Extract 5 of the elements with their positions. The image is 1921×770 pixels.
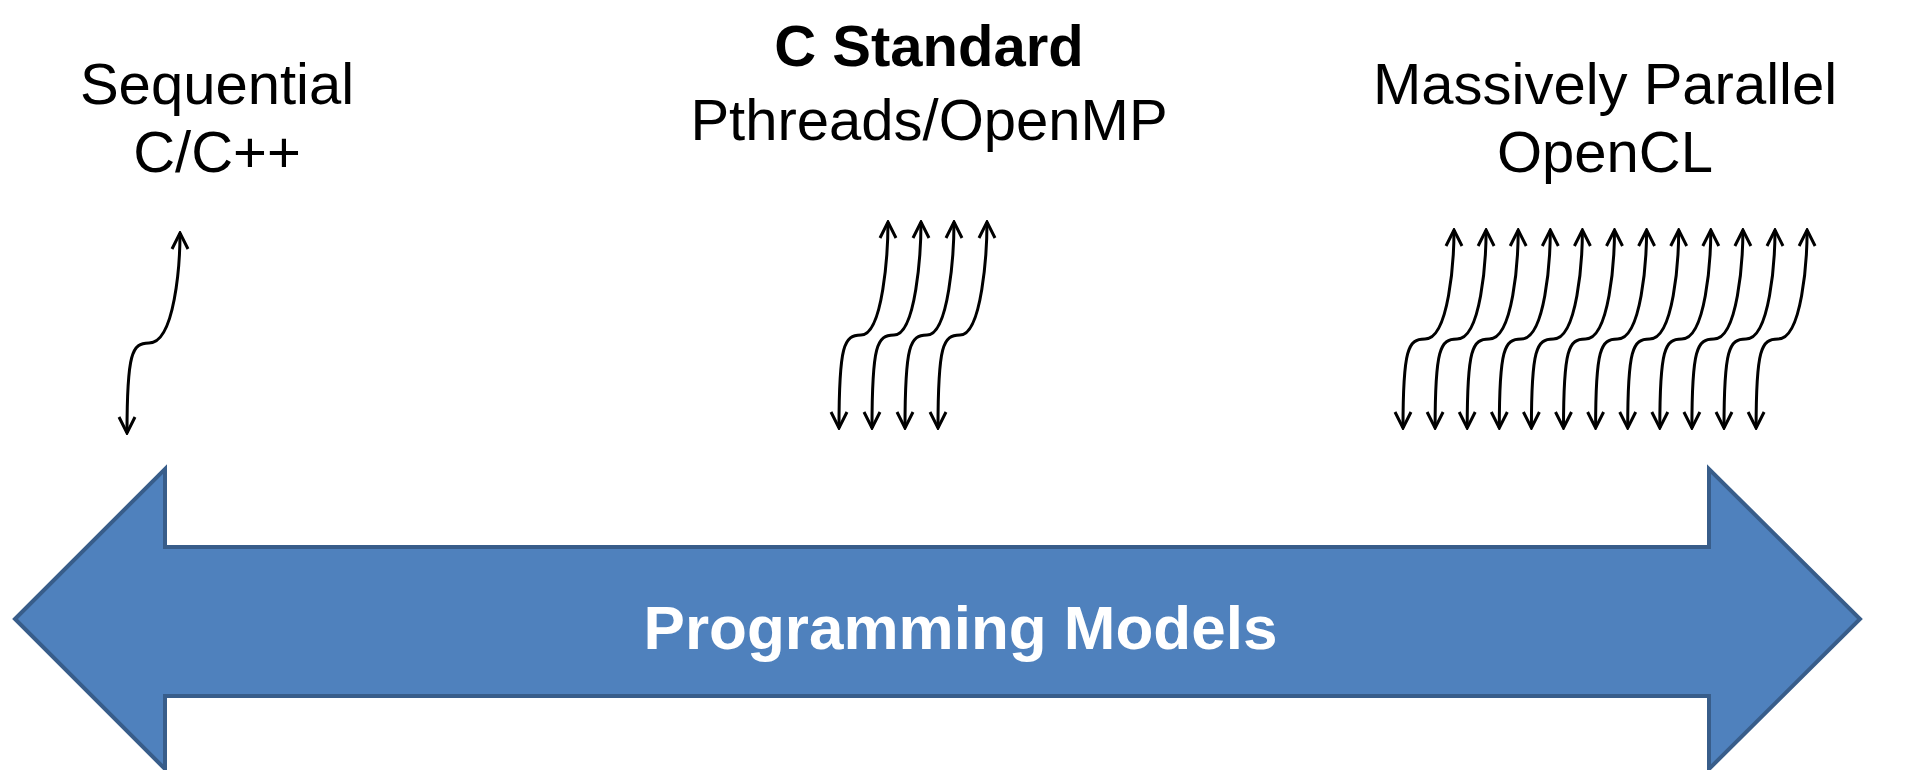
platform-label: Massively Parallel OpenCL — [1371, 50, 1839, 186]
language-label: Sequential C/C++ — [78, 50, 356, 186]
library-label: Pthreads/OpenMP — [689, 86, 1169, 154]
standard-heading: C Standard — [773, 12, 1085, 80]
arrow-label: Programming Models — [643, 592, 1278, 664]
